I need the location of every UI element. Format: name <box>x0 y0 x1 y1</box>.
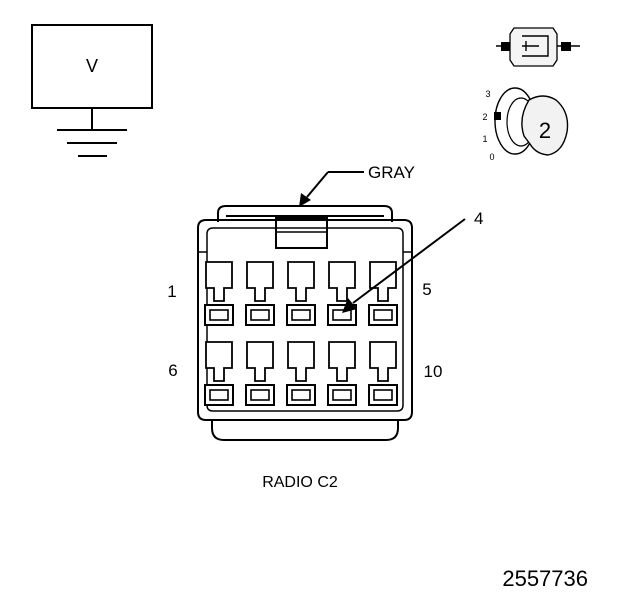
probe-connector-icon <box>496 27 580 67</box>
meter-label: V <box>86 56 98 76</box>
cavity-10 <box>368 341 398 406</box>
cavity-2 <box>245 261 275 326</box>
pin-label-10: 10 <box>424 362 443 381</box>
cavity-5 <box>368 261 398 326</box>
pin-label-5: 5 <box>422 280 431 299</box>
wire-color-label: GRAY <box>368 163 415 182</box>
cavity-3 <box>286 261 316 326</box>
selector-dial-icon <box>494 87 569 156</box>
dial-position-3: 3 <box>485 89 490 99</box>
pin-label-6: 6 <box>168 361 177 380</box>
dial-position-1: 1 <box>482 134 487 144</box>
dial-position-0: 0 <box>489 152 494 162</box>
color-callout-arrowhead <box>299 193 311 207</box>
cavity-8 <box>286 341 316 406</box>
cavity-4 <box>327 261 357 326</box>
cavity-9 <box>327 341 357 406</box>
cavity-7 <box>245 341 275 406</box>
pin-callout-number: 4 <box>474 209 483 228</box>
pin-callout-leader <box>342 218 466 313</box>
cavity-6 <box>204 341 234 406</box>
connector-body <box>197 205 413 441</box>
figure-id: 2557736 <box>502 566 588 591</box>
pin-callout-arrowhead <box>342 298 357 313</box>
voltmeter-symbol <box>31 24 153 157</box>
cavity-1 <box>204 261 234 326</box>
connector-name: RADIO C2 <box>262 474 338 491</box>
connector-cavities <box>204 261 398 406</box>
color-callout-leader <box>299 171 364 207</box>
dial-position-2: 2 <box>482 112 487 122</box>
dial-selected-value: 2 <box>539 118 551 143</box>
pin-label-1: 1 <box>167 282 176 301</box>
ground-icon <box>57 129 127 157</box>
